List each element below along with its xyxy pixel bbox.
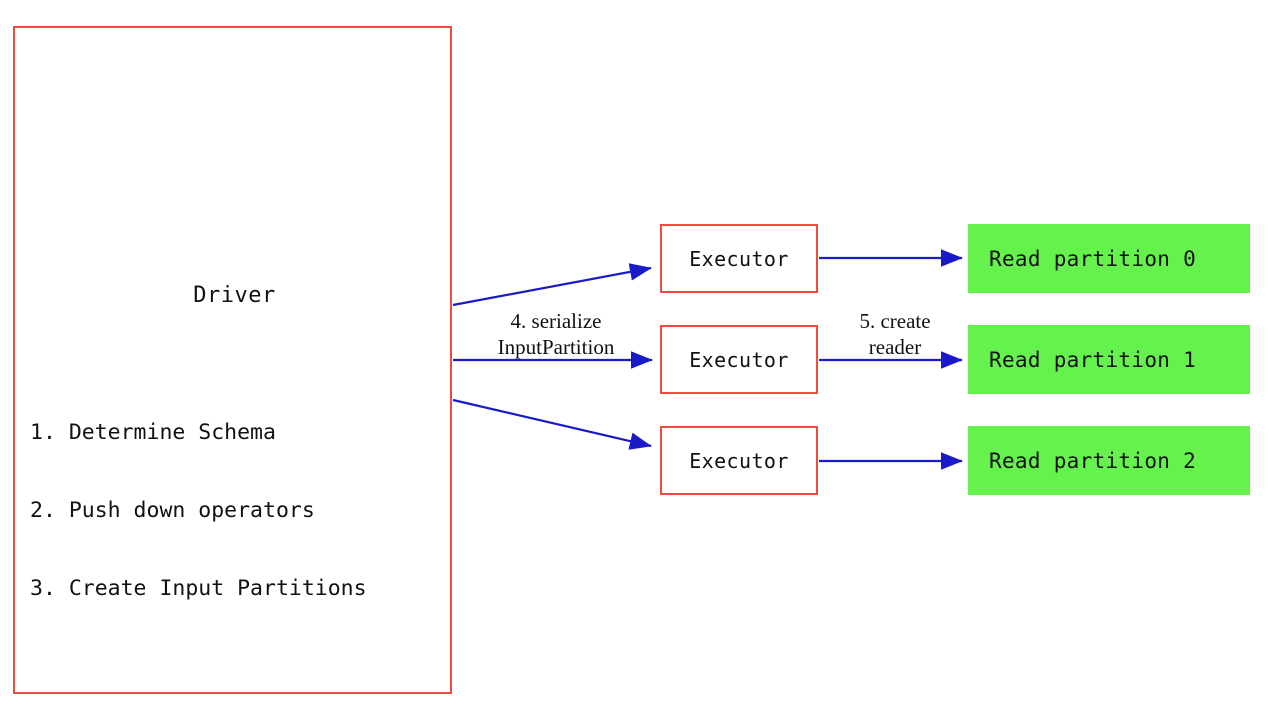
partition-label-0: Read partition 0	[989, 246, 1197, 271]
partition-label-1: Read partition 1	[989, 347, 1197, 372]
edge-label-create-reader-line-2: reader	[868, 335, 922, 359]
edge-label-serialize: 4. serialize InputPartition	[456, 308, 656, 360]
partition-box-0: Read partition 0	[968, 224, 1250, 293]
driver-step-3: 3. Create Input Partitions	[30, 576, 367, 601]
executor-label-1: Executor	[689, 347, 789, 372]
edge-label-serialize-line-2: InputPartition	[497, 335, 615, 359]
driver-box: Driver 1. Determine Schema 2. Push down …	[13, 26, 452, 694]
driver-title: Driver	[193, 283, 276, 308]
partition-box-2: Read partition 2	[968, 426, 1250, 495]
partition-box-1: Read partition 1	[968, 325, 1250, 394]
executor-box-1: Executor	[660, 325, 818, 394]
driver-step-2: 2. Push down operators	[30, 498, 315, 523]
driver-steps-list: 1. Determine Schema 2. Push down operato…	[30, 368, 454, 654]
executor-label-2: Executor	[689, 448, 789, 473]
executor-box-0: Executor	[660, 224, 818, 293]
arrow-driver-to-executor-2	[452, 398, 652, 450]
executor-box-2: Executor	[660, 426, 818, 495]
edge-label-create-reader: 5. create reader	[830, 308, 960, 360]
partition-label-2: Read partition 2	[989, 448, 1197, 473]
executor-label-0: Executor	[689, 246, 789, 271]
driver-step-1: 1. Determine Schema	[30, 420, 276, 445]
edge-label-serialize-line-1: 4. serialize	[510, 309, 602, 333]
arrow-driver-to-executor-0	[452, 263, 652, 307]
edge-label-create-reader-line-1: 5. create	[859, 309, 931, 333]
